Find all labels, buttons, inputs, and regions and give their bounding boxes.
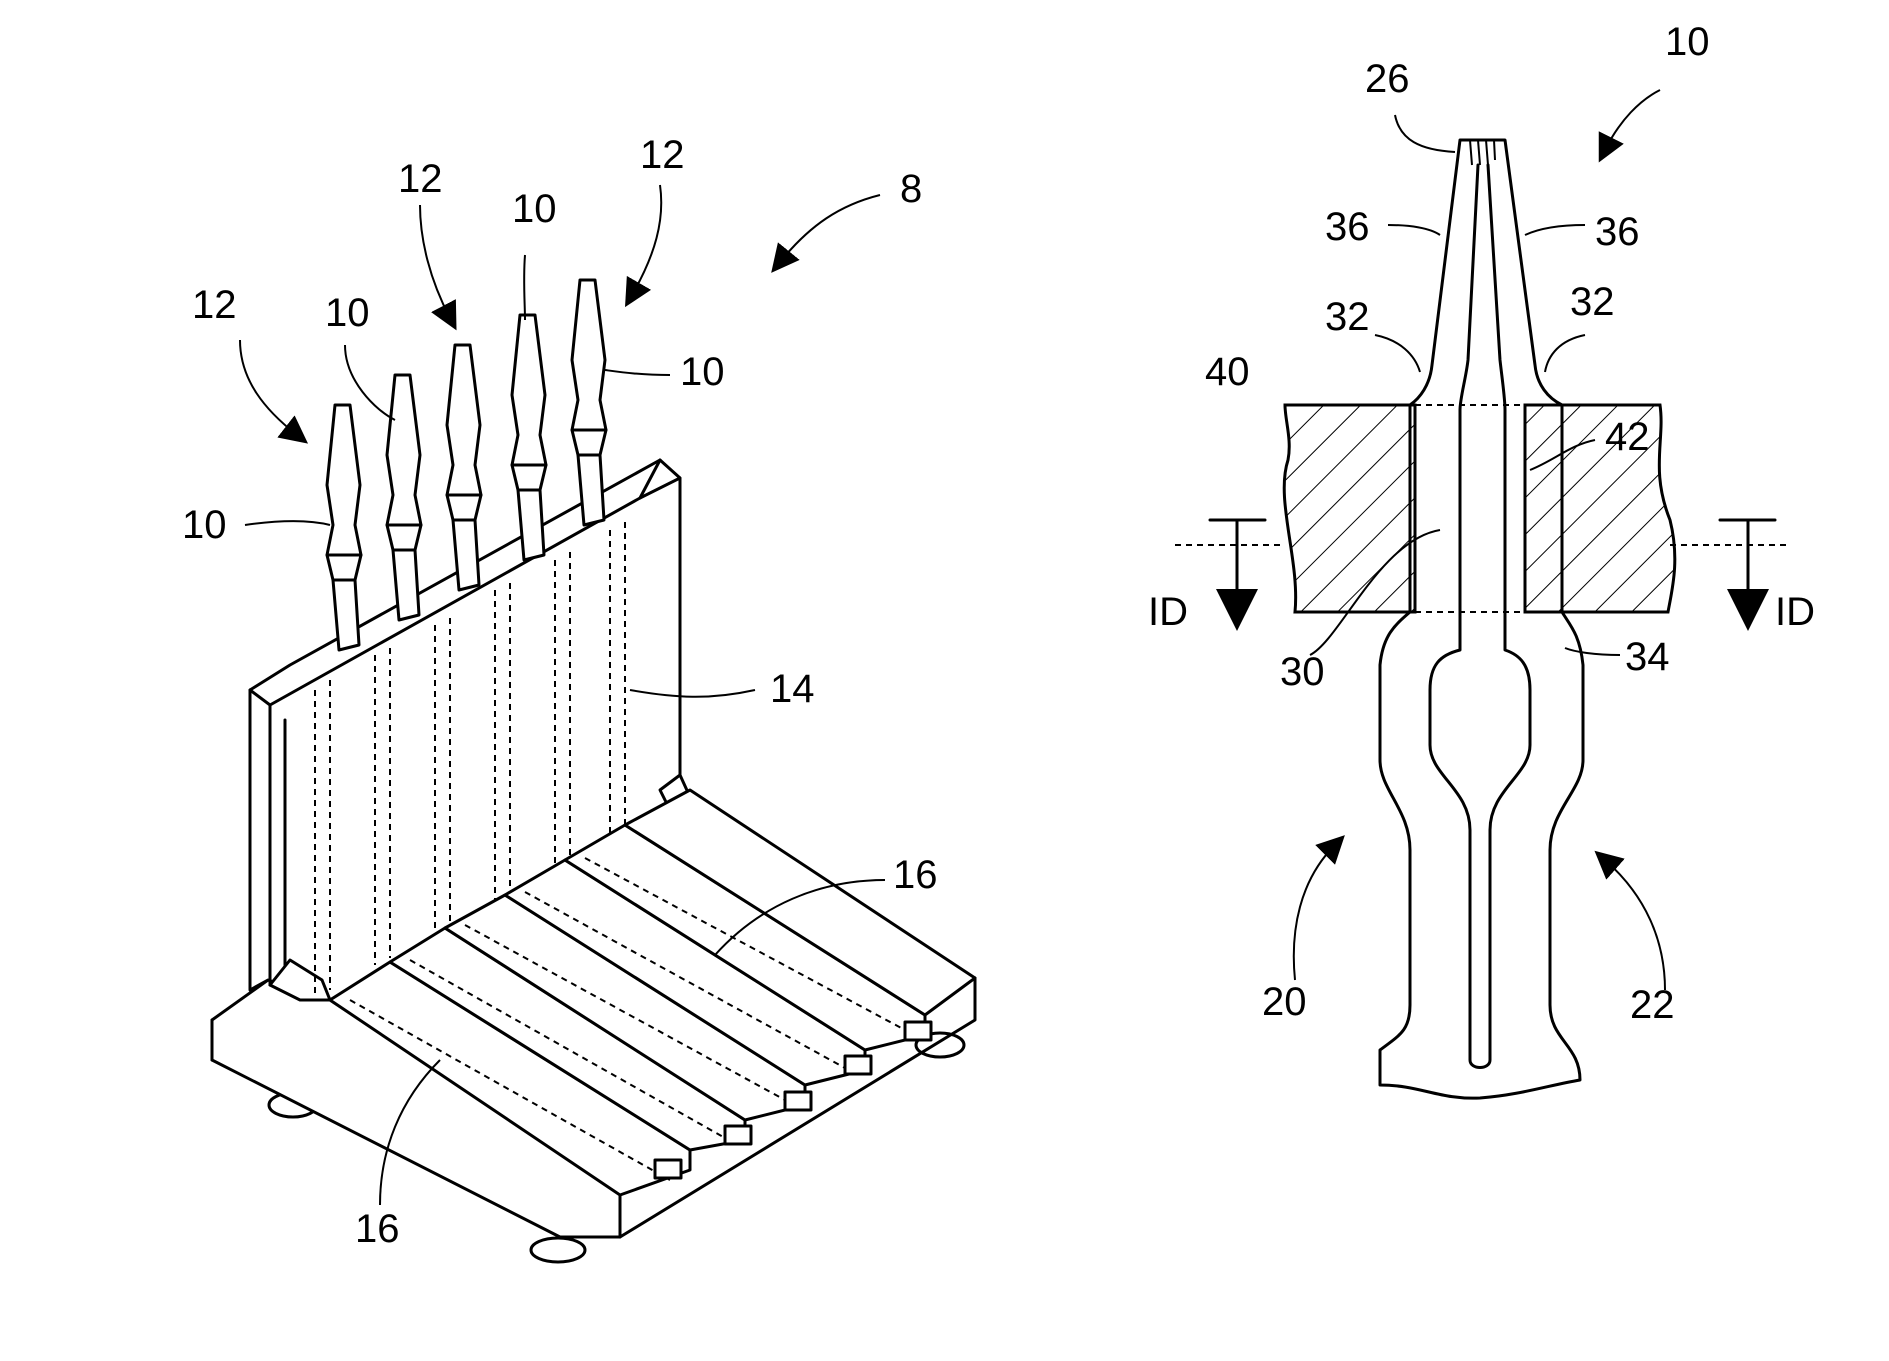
label-10-upper-left: 10 — [325, 291, 370, 335]
label-34: 34 — [1625, 635, 1670, 679]
label-32-right: 32 — [1570, 280, 1615, 324]
label-16-lower: 16 — [355, 1207, 400, 1251]
label-42: 42 — [1605, 415, 1650, 459]
label-20: 20 — [1262, 980, 1307, 1024]
connector-assembly — [212, 185, 975, 1262]
terminal-pin — [572, 280, 606, 525]
label-10-left: 10 — [182, 503, 227, 547]
label-12-left: 12 — [192, 283, 237, 327]
label-10-terminal: 10 — [1665, 20, 1710, 64]
label-12-middle: 12 — [398, 157, 443, 201]
label-36-left: 36 — [1325, 205, 1370, 249]
terminal-pin — [512, 315, 546, 560]
board-left — [1284, 405, 1415, 612]
label-30: 30 — [1280, 650, 1325, 694]
label-40: 40 — [1205, 350, 1250, 394]
board-right — [1525, 405, 1675, 612]
terminal-outline — [1380, 140, 1583, 1098]
terminal-pin — [447, 345, 481, 590]
terminal-pin — [387, 375, 421, 620]
label-10-upper-middle: 10 — [512, 187, 557, 231]
terminal-pin — [327, 405, 361, 650]
label-36-right: 36 — [1595, 210, 1640, 254]
label-ID-left: ID — [1148, 590, 1188, 634]
label-22: 22 — [1630, 983, 1675, 1027]
label-10-right: 10 — [680, 350, 725, 394]
label-12-right: 12 — [640, 133, 685, 177]
terminal-cross-section — [1175, 90, 1790, 1098]
label-8: 8 — [900, 167, 922, 211]
label-ID-right: ID — [1775, 590, 1815, 634]
label-32-left: 32 — [1325, 295, 1370, 339]
label-16-upper: 16 — [893, 853, 938, 897]
label-14: 14 — [770, 667, 815, 711]
label-26: 26 — [1365, 57, 1410, 101]
foot — [531, 1238, 585, 1262]
